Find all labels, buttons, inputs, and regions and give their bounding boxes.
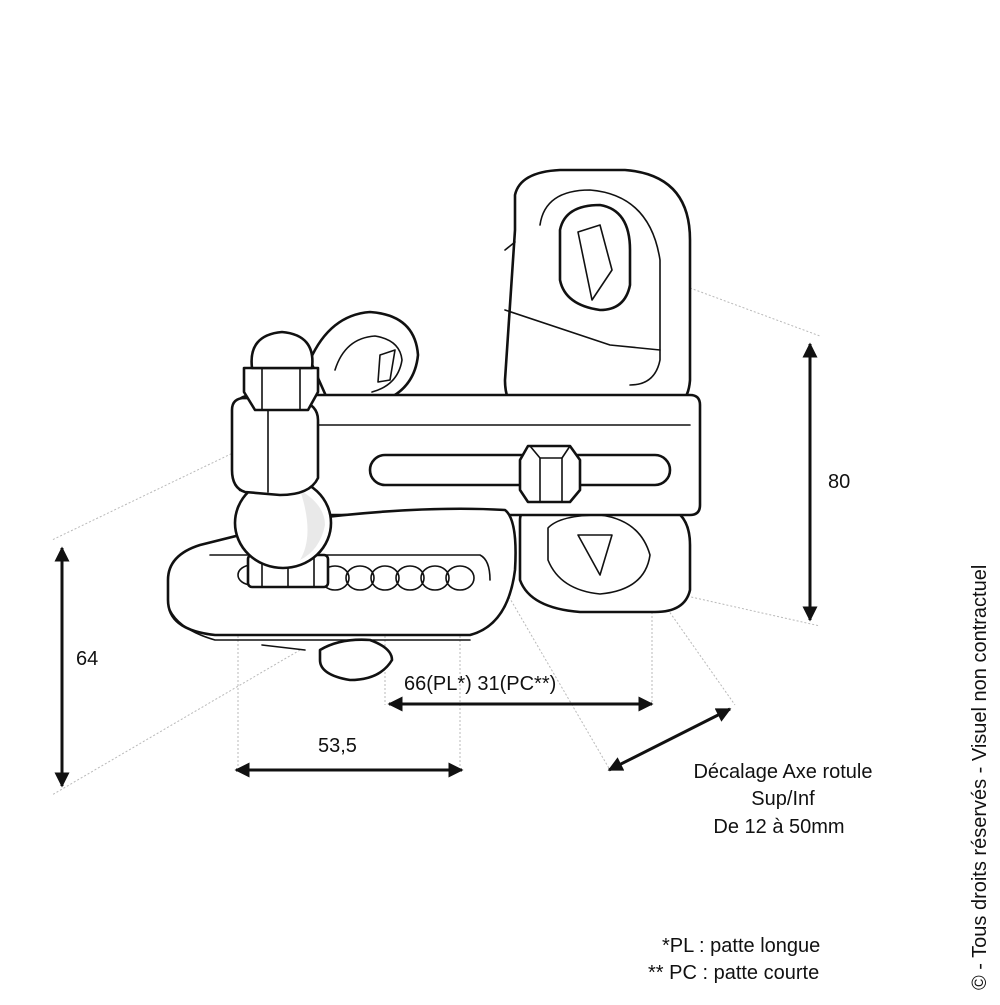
axis-offset-dimension [607, 707, 732, 772]
offset-note: Décalage Axe rotule Sup/Inf De 12 à 50mm [693, 761, 872, 838]
height-80-label: 80 [828, 471, 850, 493]
base-plate [166, 507, 517, 641]
slot-length-label: 66(PL*) 31(PC**) [404, 673, 556, 695]
legend-pl: *PL : patte longue [662, 935, 820, 957]
ball-offset-label: 53,5 [318, 735, 357, 757]
offset-note-line2: Sup/Inf [751, 788, 815, 810]
dimension-lines [54, 342, 818, 788]
arm-eye [230, 396, 320, 497]
ring-washer [308, 310, 420, 407]
legend: *PL : patte longue ** PC : patte courte [648, 935, 820, 984]
slot-bolt [518, 444, 582, 504]
acorn-nut [242, 330, 320, 412]
bottom-ring [261, 638, 394, 682]
height-64-label: 64 [76, 648, 98, 670]
offset-note-line1: Décalage Axe rotule [693, 761, 872, 783]
upper-bracket [503, 168, 692, 412]
ball-joint [233, 476, 333, 589]
legend-pc: ** PC : patte courte [648, 962, 819, 984]
lower-bracket [518, 503, 692, 614]
copyright-notice: © - Tous droits réservés - Visuel non co… [969, 565, 991, 990]
offset-note-line3: De 12 à 50mm [713, 816, 844, 838]
